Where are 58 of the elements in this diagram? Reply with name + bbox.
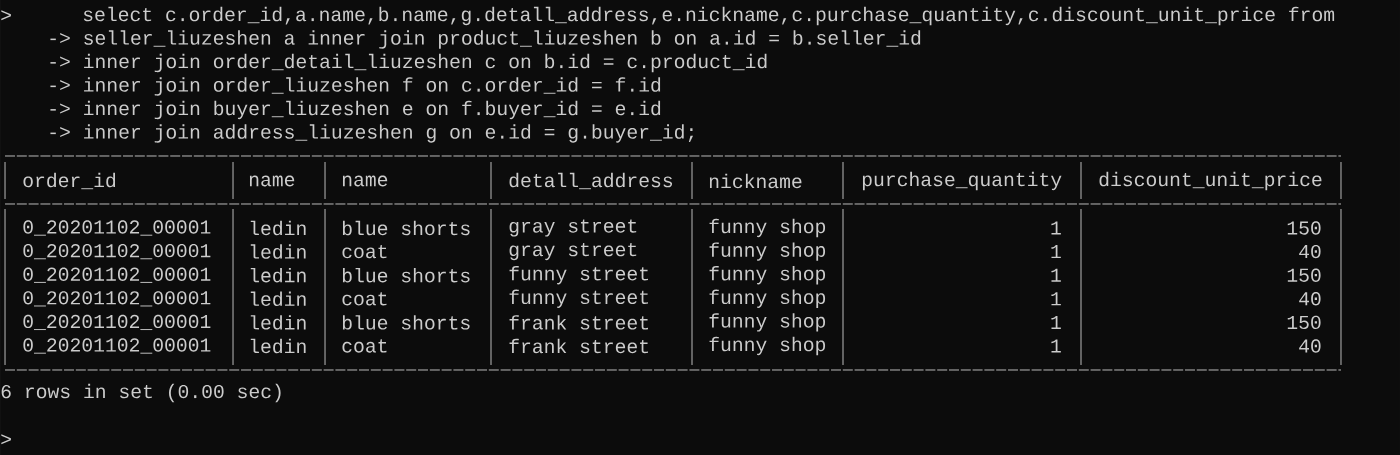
table-value: 150 <box>1287 268 1321 282</box>
table-value: funny shop <box>709 313 826 332</box>
table-value: 0_20201102_00001 <box>23 338 211 354</box>
sql-command: -> inner join address_liuzeshen g on e.id = g.buyer_id; <box>50 124 694 143</box>
table-value: 1 <box>1051 292 1061 306</box>
sql-command: -> inner join order_detail_liuzeshen c on b.id = c.product_id <box>50 53 767 73</box>
table-value: 0_20201102_00001 <box>23 314 211 331</box>
table-value: ledin <box>250 338 306 354</box>
table-value: ledin <box>250 220 306 236</box>
table-value: funny street <box>509 289 648 308</box>
table-value: blue shorts <box>342 315 470 330</box>
table-value: frank street <box>509 315 648 330</box>
table-value: funny shop <box>709 218 826 238</box>
table-value: funny street <box>509 266 648 285</box>
column-header: nickname <box>709 173 802 189</box>
table-value: 1 <box>1051 245 1061 259</box>
table-value: funny shop <box>709 242 826 261</box>
table-value: blue shorts <box>342 267 470 283</box>
table-value: 0_20201102_00001 <box>23 243 211 260</box>
column-header: name <box>342 175 388 187</box>
table-value: coat <box>342 339 387 353</box>
table-value: 1 <box>1051 268 1061 282</box>
table-value: 0_20201102_00001 <box>23 291 211 307</box>
table-value: 1 <box>1051 221 1061 235</box>
table-value: ledin <box>250 244 306 259</box>
sql-command: -> seller_liuzeshen a inner join product_liuzeshen b on a.id = b.seller_id <box>50 30 921 49</box>
table-value: gray street <box>509 243 637 261</box>
column-header: name <box>249 175 295 187</box>
table-value: 40 <box>1299 292 1321 306</box>
table-value: coat <box>342 244 387 259</box>
table-value: funny shop <box>709 289 826 308</box>
table-value: funny shop <box>709 266 826 285</box>
prompt: > <box>1 10 11 21</box>
table-value: ledin <box>250 315 306 330</box>
column-header: order_id <box>23 172 116 190</box>
sql-command: -> inner join order_liuzeshen f on c.order_id = f.id <box>50 77 661 96</box>
table-value: frank street <box>509 338 648 354</box>
table-value: ledin <box>250 267 306 283</box>
column-header: detall_address <box>509 172 673 190</box>
status-message: 6 rows in set (0.00 sec) <box>1 383 281 403</box>
table-value: 1 <box>1051 339 1061 353</box>
table-value: 150 <box>1287 221 1321 235</box>
table-value: blue shorts <box>342 220 470 236</box>
sql-command: select c.order_id,a.name,b.name,g.detall_address,e.nickname,c.purchase_quantity,c.discount_unit_price from <box>83 6 1335 26</box>
table-value: funny shop <box>709 336 826 356</box>
sql-command: -> inner join buyer_liuzeshen e on f.buyer_id = e.id <box>50 100 661 120</box>
table-value: 40 <box>1299 244 1321 259</box>
table-value: gray street <box>509 219 637 237</box>
column-header: discount_unit_price <box>1099 171 1322 191</box>
table-value: 0_20201102_00001 <box>23 267 211 283</box>
table-value: 150 <box>1287 315 1321 330</box>
column-header: purchase_quantity <box>862 171 1062 191</box>
table-value: 1 <box>1051 315 1061 329</box>
table-value: coat <box>342 292 387 306</box>
table-value: 0_20201102_00001 <box>23 220 211 236</box>
prompt: > <box>1 434 11 445</box>
table-value: ledin <box>250 291 306 307</box>
table-value: 40 <box>1299 339 1321 353</box>
